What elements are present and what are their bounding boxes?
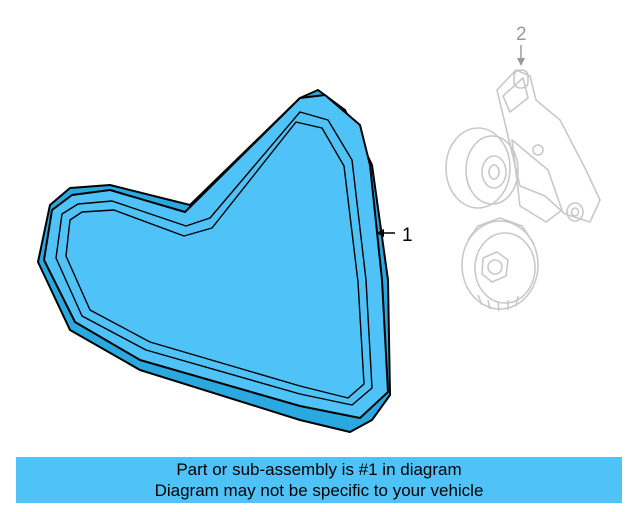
parts-diagram: 1 2 [37,24,601,433]
banner-line-2: Diagram may not be specific to your vehi… [154,481,484,500]
banner-line-1: Part or sub-assembly is #1 in diagram [176,460,462,479]
belt-tensioner-icon [445,69,601,312]
callout-2: 2 [516,24,527,66]
serpentine-belt-icon [37,89,391,433]
callout-1-label: 1 [402,225,413,246]
info-banner: Part or sub-assembly is #1 in diagram Di… [16,457,622,503]
callout-2-label: 2 [516,24,527,45]
callout-1: 1 [376,225,413,246]
